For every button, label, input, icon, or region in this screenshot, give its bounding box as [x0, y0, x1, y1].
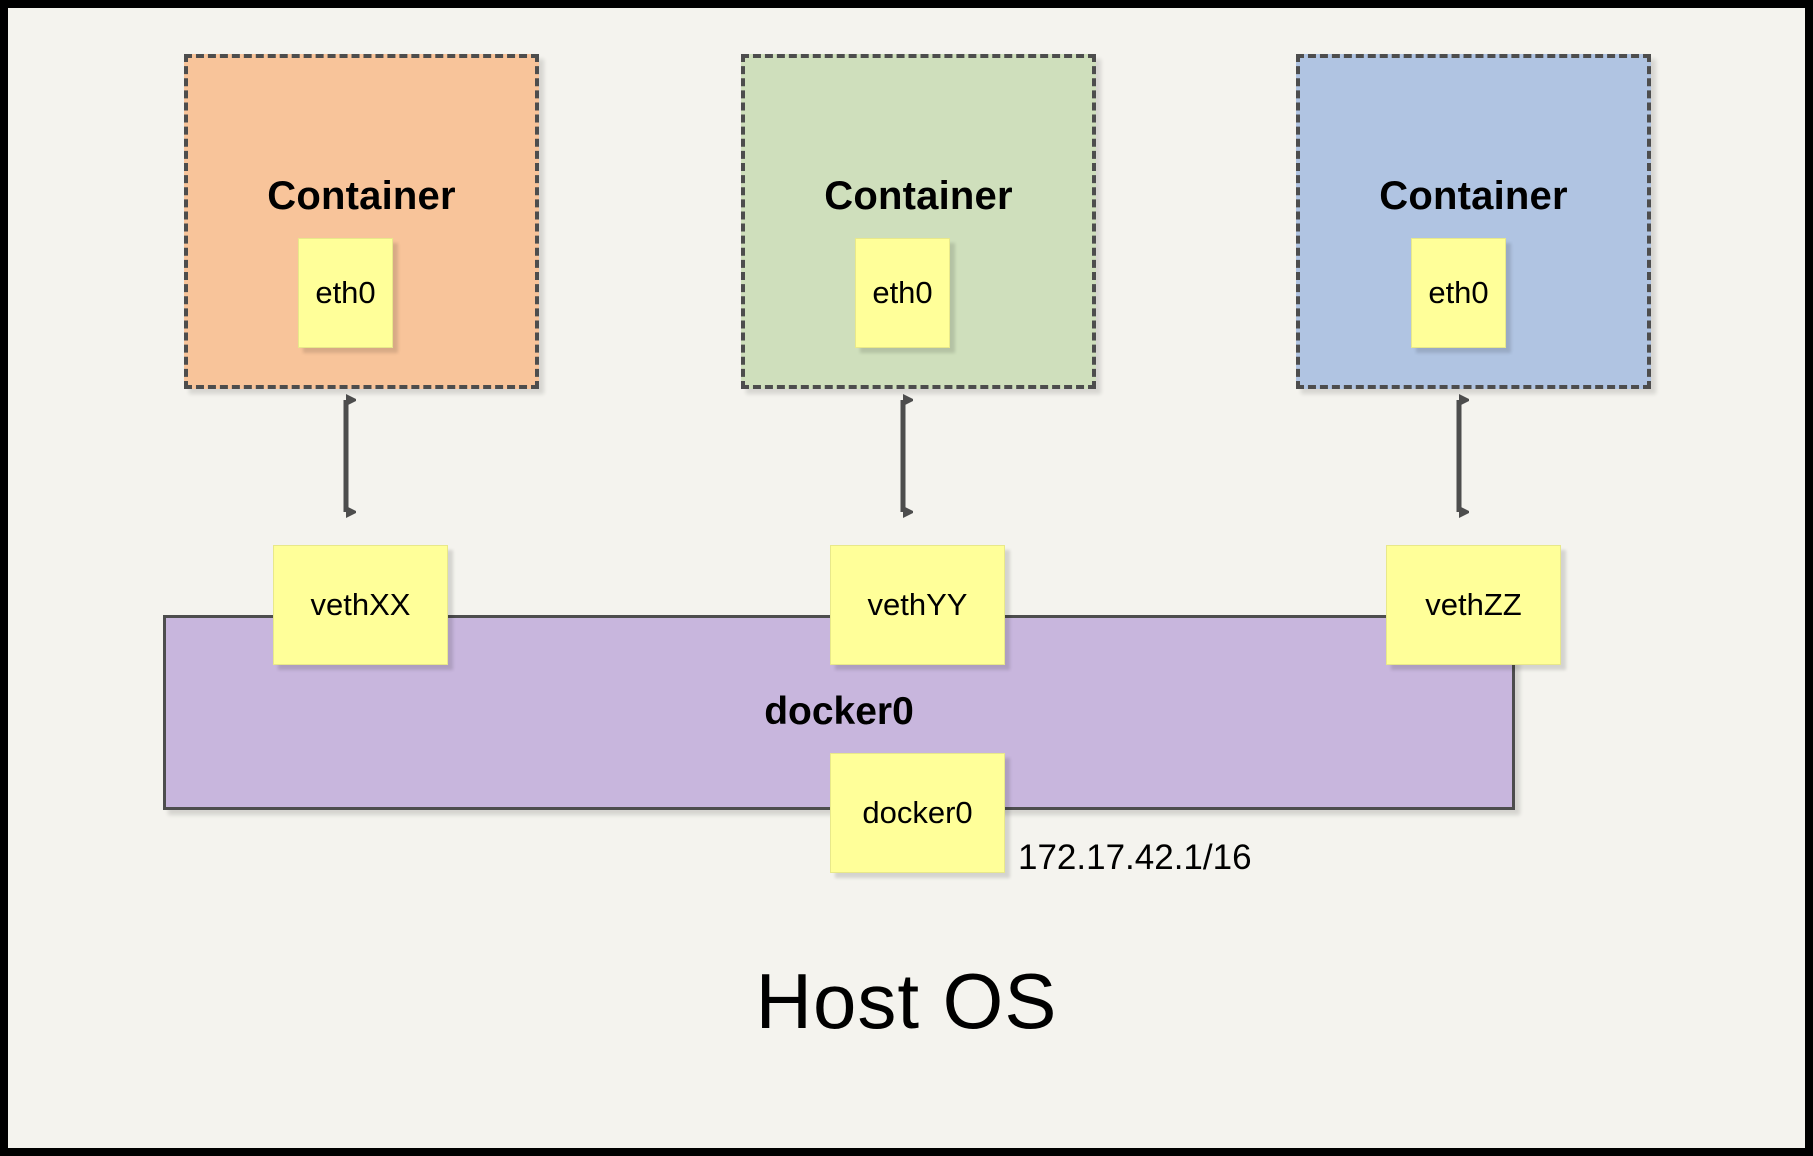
- container-box-3[interactable]: [1296, 54, 1651, 389]
- docker0-ip-label: 172.17.42.1/16: [1018, 838, 1252, 877]
- veth-chip-3[interactable]: vethZZ: [1386, 545, 1561, 665]
- docker0-bridge-label: docker0: [764, 690, 914, 733]
- veth-chip-1[interactable]: vethXX: [273, 545, 448, 665]
- container-title-1: Container: [267, 174, 456, 218]
- container-eth0-chip-1[interactable]: eth0: [298, 238, 393, 348]
- veth-link-arrow-3: [1456, 386, 1487, 526]
- container-title-2: Container: [824, 174, 1013, 218]
- host-os-label: Host OS: [755, 957, 1058, 1045]
- veth-link-arrow-2: [900, 386, 931, 526]
- container-title-3: Container: [1379, 174, 1568, 218]
- veth-link-arrow-1: [343, 386, 374, 526]
- docker0-interface-chip[interactable]: docker0: [830, 753, 1005, 873]
- host-os-canvas: Container eth0 Container eth0 Container …: [8, 8, 1805, 1148]
- container-eth0-chip-2[interactable]: eth0: [855, 238, 950, 348]
- veth-chip-2[interactable]: vethYY: [830, 545, 1005, 665]
- container-eth0-chip-3[interactable]: eth0: [1411, 238, 1506, 348]
